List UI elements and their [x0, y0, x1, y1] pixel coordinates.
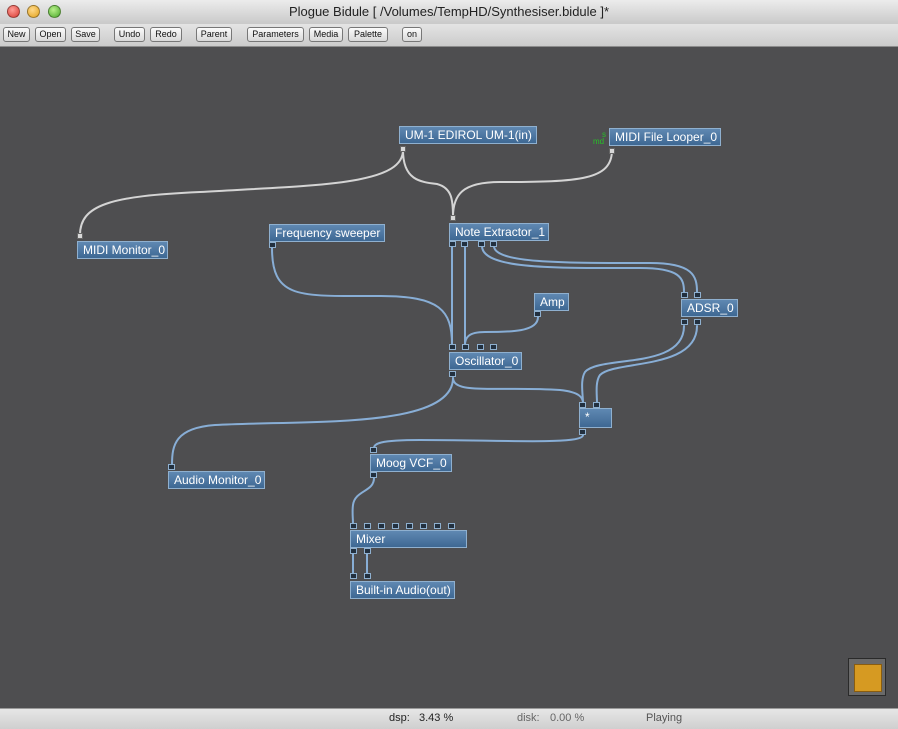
mixer-in-port-3[interactable] [378, 523, 385, 529]
wire-note-extractor-to-adsr-a [481, 245, 685, 293]
builtin-out-in-port-left[interactable] [350, 573, 357, 579]
close-window-button[interactable] [7, 5, 20, 18]
parent-button[interactable]: Parent [196, 27, 232, 42]
save-button[interactable]: Save [71, 27, 100, 42]
parameters-button[interactable]: Parameters [247, 27, 304, 42]
toolbar: New Open Save Undo Redo Parent Parameter… [0, 24, 898, 47]
oscillator-in-port-4[interactable] [490, 344, 497, 350]
node-builtin-audio-out[interactable]: Built-in Audio(out) [350, 581, 455, 599]
zoom-window-button[interactable] [48, 5, 61, 18]
status-bar: dsp: 3.43 % disk: 0.00 % Playing [0, 708, 898, 729]
multiply-in-port-2[interactable] [593, 402, 600, 408]
adsr-in-port-1[interactable] [681, 292, 688, 298]
oscillator-in-port-2[interactable] [462, 344, 469, 350]
title-bar: Plogue Bidule [ /Volumes/TempHD/Synthesi… [0, 0, 898, 25]
node-multiply[interactable]: * [579, 408, 612, 428]
node-mixer[interactable]: Mixer [350, 530, 467, 548]
wire-multiply-to-moog-vcf [373, 434, 584, 449]
dsp-indicator-fill [854, 664, 882, 692]
moog-vcf-out-port[interactable] [370, 472, 377, 478]
wire-um1-to-midi-monitor [79, 149, 404, 236]
undo-button[interactable]: Undo [114, 27, 145, 42]
palette-button[interactable]: Palette [348, 27, 388, 42]
builtin-out-in-port-right[interactable] [364, 573, 371, 579]
node-audio-monitor[interactable]: Audio Monitor_0 [168, 471, 265, 489]
disk-value: 0.00 % [550, 712, 585, 724]
node-moog-vcf[interactable]: Moog VCF_0 [370, 454, 452, 472]
mixer-in-port-2[interactable] [364, 523, 371, 529]
note-extractor-out-port-2[interactable] [461, 241, 468, 247]
redo-button[interactable]: Redo [150, 27, 182, 42]
mixer-in-port-6[interactable] [420, 523, 427, 529]
node-um1-edirol-in[interactable]: UM-1 EDIROL UM-1(in) [399, 126, 537, 144]
um1-midi-out-port[interactable] [400, 146, 406, 152]
playback-state: Playing [646, 712, 683, 724]
dsp-label: dsp: [389, 712, 410, 724]
note-extractor-midi-in-port[interactable] [450, 215, 456, 221]
mixer-out-port-right[interactable] [364, 548, 371, 554]
open-button[interactable]: Open [35, 27, 66, 42]
mixer-in-port-5[interactable] [406, 523, 413, 529]
adsr-in-port-2[interactable] [694, 292, 701, 298]
node-midi-monitor[interactable]: MIDI Monitor_0 [77, 241, 168, 259]
multiply-in-port-1[interactable] [579, 402, 586, 408]
oscillator-in-port-1[interactable] [449, 344, 456, 350]
dsp-activity-indicator[interactable] [848, 658, 886, 696]
on-toggle-button[interactable]: on [402, 27, 422, 42]
oscillator-out-port[interactable] [449, 371, 456, 377]
node-note-extractor[interactable]: Note Extractor_1 [449, 223, 549, 241]
minimize-window-button[interactable] [27, 5, 40, 18]
mixer-in-port-4[interactable] [392, 523, 399, 529]
mixer-in-port-8[interactable] [448, 523, 455, 529]
wire-oscillator-to-audio-monitor [171, 377, 454, 466]
freq-sweeper-out-port[interactable] [269, 242, 276, 248]
mixer-in-port-7[interactable] [434, 523, 441, 529]
note-extractor-out-port-4[interactable] [490, 241, 497, 247]
wire-looper-to-note-extractor [452, 149, 613, 218]
moog-vcf-in-port[interactable] [370, 447, 377, 453]
wire-amp-to-oscillator [464, 316, 539, 346]
node-amp[interactable]: Amp [534, 293, 569, 311]
mixer-out-port-left[interactable] [350, 548, 357, 554]
node-oscillator[interactable]: Oscillator_0 [449, 352, 522, 370]
disk-label: disk: [517, 712, 540, 724]
multiply-out-port[interactable] [579, 429, 586, 435]
note-extractor-out-port-3[interactable] [478, 241, 485, 247]
audio-monitor-in-port[interactable] [168, 464, 175, 470]
mixer-in-port-1[interactable] [350, 523, 357, 529]
media-button[interactable]: Media [309, 27, 343, 42]
oscillator-in-port-3[interactable] [477, 344, 484, 350]
adsr-out-port-1[interactable] [681, 319, 688, 325]
wire-adsr-to-multiply-a [581, 325, 685, 404]
note-extractor-out-port-1[interactable] [449, 241, 456, 247]
looper-midi-out-port[interactable] [609, 148, 615, 154]
wire-um1-to-note-extractor [402, 149, 454, 218]
new-button[interactable]: New [3, 27, 30, 42]
window-title: Plogue Bidule [ /Volumes/TempHD/Synthesi… [288, 4, 610, 19]
node-adsr[interactable]: ADSR_0 [681, 299, 738, 317]
node-midi-file-looper[interactable]: MIDI File Looper_0 [609, 128, 721, 146]
midi-monitor-in-port[interactable] [77, 233, 83, 239]
wire-adsr-to-multiply-b [595, 325, 698, 404]
adsr-out-port-2[interactable] [694, 319, 701, 325]
wire-note-extractor-to-adsr-b [493, 245, 698, 293]
wire-oscillator-to-multiply [452, 377, 584, 404]
wire-freq-sweeper-to-oscillator [271, 247, 453, 346]
amp-out-port[interactable] [534, 311, 541, 317]
node-frequency-sweeper[interactable]: Frequency sweeper [269, 224, 385, 242]
wire-moog-vcf-to-mixer [351, 477, 375, 525]
dsp-value: 3.43 % [419, 712, 454, 724]
